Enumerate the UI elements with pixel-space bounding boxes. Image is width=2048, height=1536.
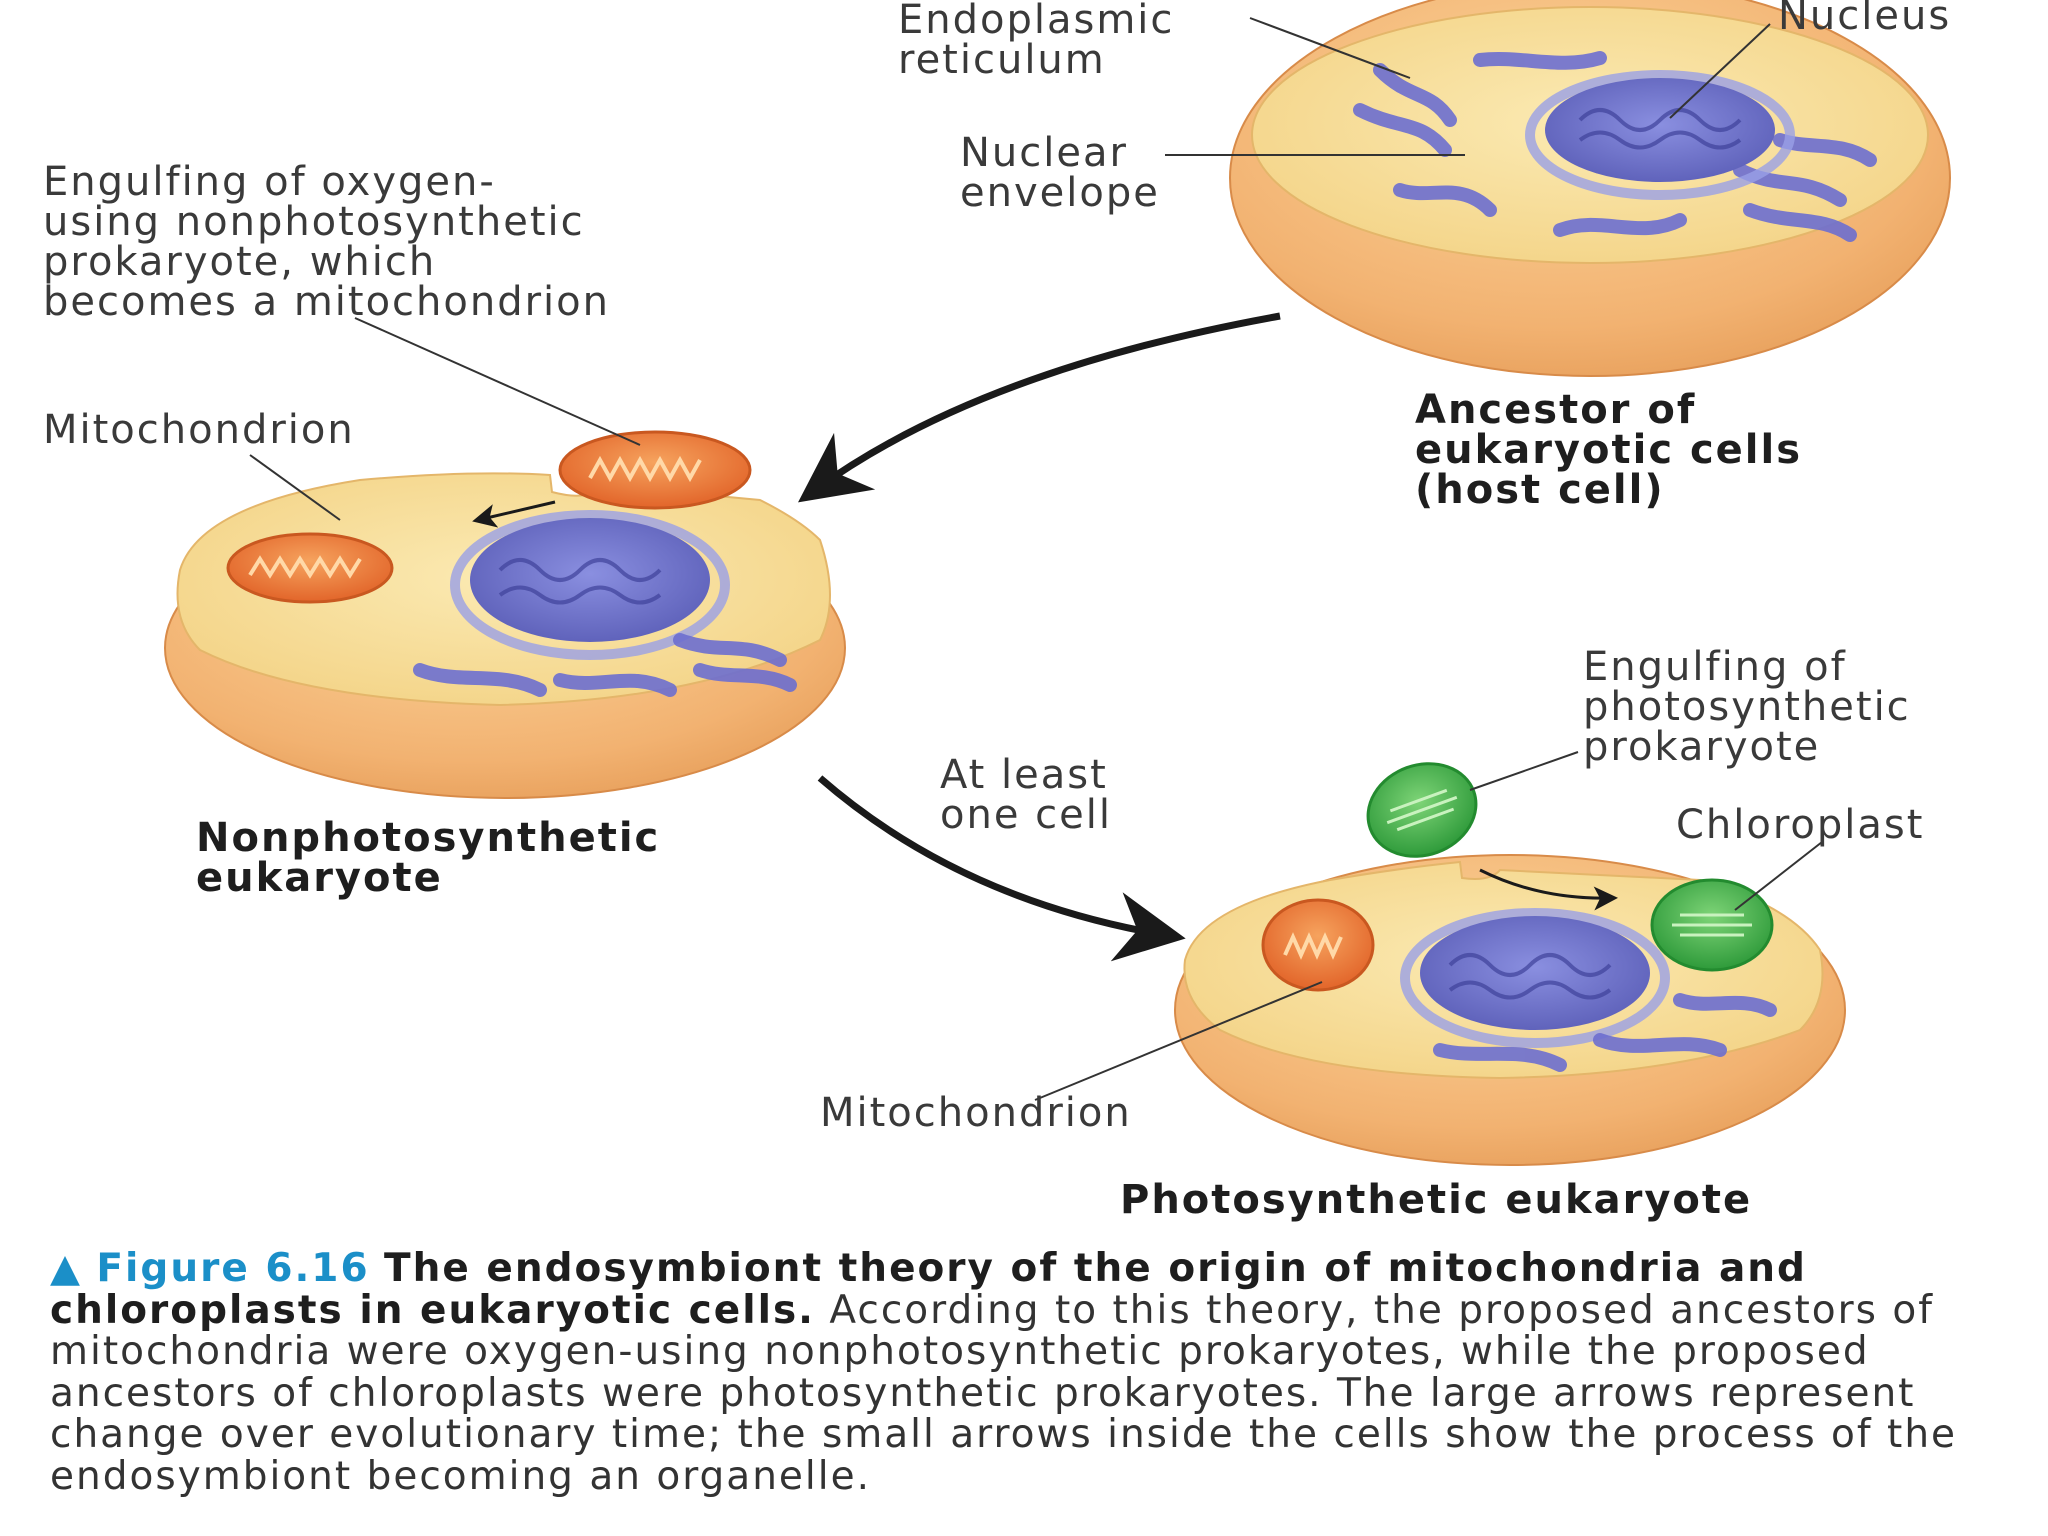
label-endoplasmic-reticulum: Endoplasmic reticulum — [898, 0, 1175, 83]
label-engulfing-photosynthetic: Engulfing of photosynthetic prokaryote — [1583, 644, 1911, 770]
caption-figure-number: Figure 6.16 — [96, 1246, 370, 1291]
caption-title: The endosymbiont theory of the origin of… — [50, 1246, 1807, 1333]
label-engulfing-oxygen: Engulfing of oxygen- using nonphotosynth… — [43, 159, 610, 325]
figure-caption: ▲ Figure 6.16 The endosymbiont theory of… — [50, 1248, 2010, 1497]
label-mitochondrion-top: Mitochondrion — [43, 407, 355, 453]
host-nucleus — [1525, 70, 1795, 200]
big-arrow-bottom — [817, 775, 1186, 962]
label-photosynthetic-eukaryote: Photosynthetic eukaryote — [1120, 1177, 1753, 1223]
label-at-least-one-cell: At least one cell — [940, 752, 1112, 838]
label-chloroplast: Chloroplast — [1676, 802, 1925, 848]
photo-mitochondrion — [1261, 898, 1375, 992]
caption-body: According to this theory, the proposed a… — [50, 1287, 1958, 1499]
host-cell — [1229, 0, 1951, 377]
label-nonphotosynthetic-eukaryote: Nonphotosynthetic eukaryote — [196, 815, 661, 901]
photo-nucleus — [1400, 908, 1670, 1048]
label-nucleus: Nucleus — [1778, 0, 1952, 39]
engulfed-photo-prokaryote — [1366, 762, 1478, 858]
photo-chloroplast — [1650, 878, 1774, 972]
big-arrow-top — [798, 312, 1281, 503]
label-ancestor-host-cell: Ancestor of eukaryotic cells (host cell) — [1415, 387, 1803, 513]
nonphoto-nucleus — [450, 510, 730, 660]
nonphoto-er — [413, 633, 797, 697]
leader-lines — [249, 17, 1823, 1101]
nonphoto-mitochondrion — [226, 532, 394, 604]
small-arrow-mito — [472, 500, 556, 528]
label-mitochondrion-bottom: Mitochondrion — [820, 1090, 1132, 1136]
nonphoto-cell — [164, 430, 846, 799]
caption-marker-icon: ▲ — [50, 1246, 82, 1291]
small-arrow-chloro — [1479, 868, 1618, 911]
photo-cell — [1174, 762, 1846, 1166]
label-nuclear-envelope: Nuclear envelope — [960, 130, 1160, 216]
photo-er — [1433, 993, 1777, 1072]
engulfed-prokaryote — [558, 430, 752, 510]
